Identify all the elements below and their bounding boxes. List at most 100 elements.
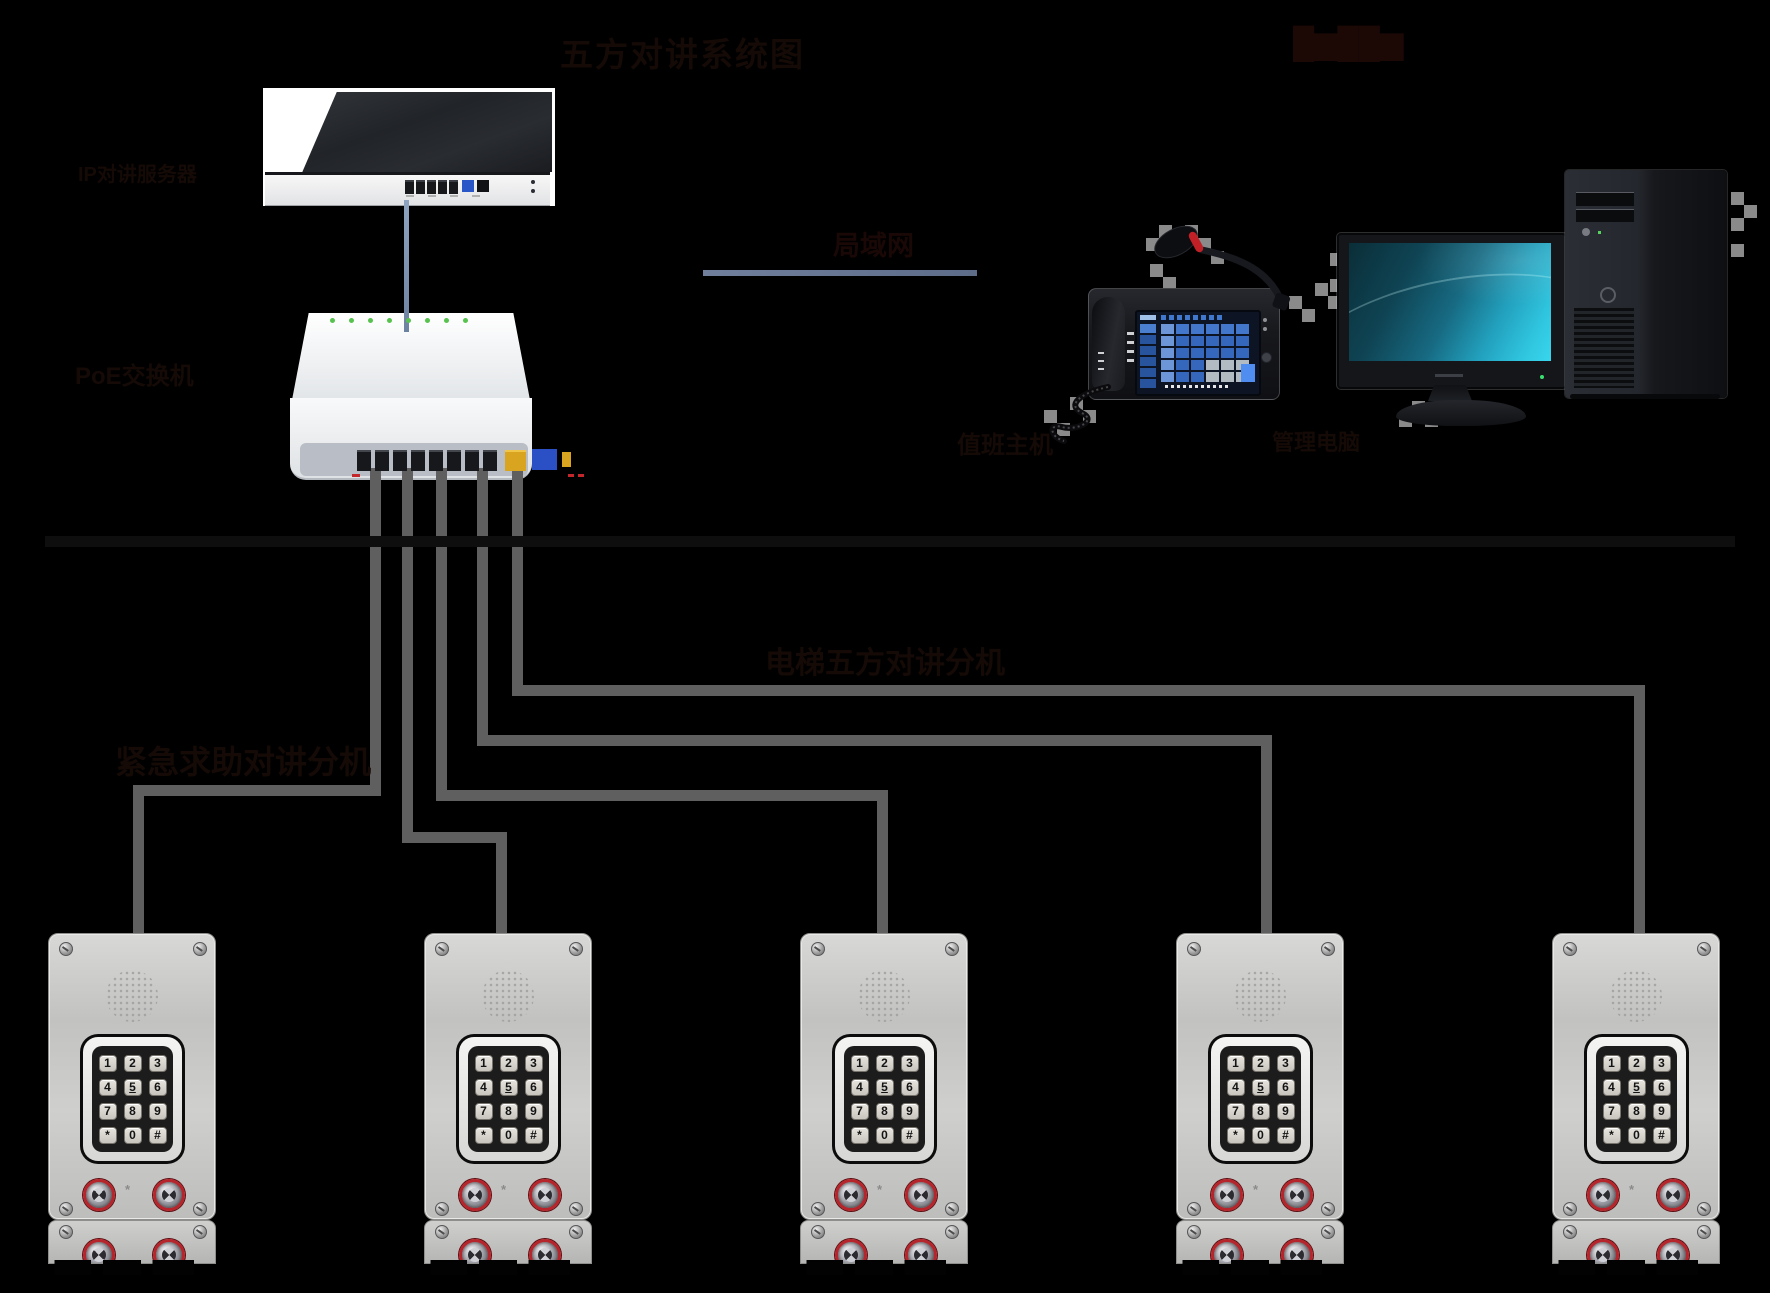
call-button bbox=[1211, 1239, 1243, 1263]
network-cable-4 bbox=[1261, 735, 1272, 933]
optical-drive-icon bbox=[1576, 209, 1634, 222]
speaker-grille-icon bbox=[482, 970, 534, 1022]
lan-link-line bbox=[703, 270, 977, 276]
screen-cell bbox=[1177, 385, 1180, 388]
keypad-key-8: 8 bbox=[499, 1102, 518, 1120]
screw-icon bbox=[193, 1225, 207, 1239]
call-button bbox=[459, 1179, 491, 1211]
network-cable-3 bbox=[436, 468, 447, 801]
screw-icon bbox=[59, 1202, 73, 1216]
screen-cell bbox=[1201, 315, 1206, 320]
keypad-key-#: # bbox=[524, 1126, 543, 1144]
extension-label: 电梯五方对讲分机 bbox=[765, 647, 1005, 680]
screen-cell bbox=[1189, 385, 1192, 388]
keypad-key-6: 6 bbox=[1276, 1078, 1295, 1096]
call-button bbox=[1657, 1239, 1689, 1263]
call-button bbox=[835, 1179, 867, 1211]
keypad-key-4: 4 bbox=[98, 1078, 117, 1096]
keypad-key-1: 1 bbox=[1226, 1054, 1245, 1072]
keypad-key-3: 3 bbox=[900, 1054, 919, 1072]
network-cable-2 bbox=[402, 832, 507, 843]
screen-cell bbox=[1161, 315, 1166, 320]
keypad-key-7: 7 bbox=[1226, 1102, 1245, 1120]
status-led-icon bbox=[531, 189, 535, 193]
screen-cell bbox=[1241, 364, 1255, 382]
keypad-key-0: 0 bbox=[499, 1126, 518, 1144]
door-station-lower-section bbox=[1176, 1220, 1344, 1264]
console-port-icon bbox=[477, 180, 489, 192]
screen-cell bbox=[1140, 315, 1156, 320]
screen-cell bbox=[1213, 385, 1216, 388]
asterisk-mark: * bbox=[501, 1182, 507, 1197]
console-round-button bbox=[1261, 352, 1272, 363]
screw-icon bbox=[945, 1225, 959, 1239]
screen-cell bbox=[1236, 336, 1249, 346]
diagram-title: 五方对讲系统图 bbox=[560, 36, 805, 73]
shadow-artifact bbox=[1176, 1260, 1342, 1275]
transparency-checker-artifact bbox=[1744, 205, 1757, 218]
keypad-key-#: # bbox=[1652, 1126, 1671, 1144]
ethernet-port-icon bbox=[405, 180, 414, 194]
keypad-key-#: # bbox=[900, 1126, 919, 1144]
call-button bbox=[83, 1179, 115, 1211]
shadow-artifact bbox=[1552, 1260, 1718, 1275]
transparency-checker-artifact bbox=[1731, 218, 1744, 231]
console-led-icon bbox=[1263, 318, 1267, 322]
keypad-key-*: * bbox=[474, 1126, 493, 1144]
network-cable-1 bbox=[133, 785, 381, 796]
call-button bbox=[1657, 1179, 1689, 1211]
screen-cell bbox=[1140, 324, 1156, 333]
screen-cell bbox=[1207, 385, 1210, 388]
screw-icon bbox=[435, 1225, 449, 1239]
switch-led-icon bbox=[349, 318, 354, 323]
switch-label: PoE交换机 bbox=[75, 363, 194, 390]
keypad-key-3: 3 bbox=[1276, 1054, 1295, 1072]
keypad-key-0: 0 bbox=[123, 1126, 142, 1144]
keypad-key-2: 2 bbox=[123, 1054, 142, 1072]
door-station-lower-section bbox=[424, 1220, 592, 1264]
screw-icon bbox=[569, 942, 583, 956]
screen-cell bbox=[1225, 385, 1228, 388]
tower-vent-grille bbox=[1574, 308, 1634, 388]
keypad-key-#: # bbox=[1276, 1126, 1295, 1144]
screen-cell bbox=[1183, 385, 1186, 388]
transparency-checker-artifact bbox=[1731, 244, 1744, 257]
ethernet-port-icon bbox=[416, 180, 425, 194]
screw-icon bbox=[1321, 1202, 1335, 1216]
network-cable-3 bbox=[877, 790, 888, 933]
keypad-key-8: 8 bbox=[1251, 1102, 1270, 1120]
screen-cell bbox=[1140, 335, 1156, 344]
power-port-icon bbox=[562, 452, 571, 467]
monitor-stand bbox=[1428, 385, 1472, 401]
keypad-key-6: 6 bbox=[524, 1078, 543, 1096]
screen-cell bbox=[1169, 315, 1174, 320]
screen-cell bbox=[1206, 336, 1219, 346]
door-station-lower-section bbox=[800, 1220, 968, 1264]
optical-drive-icon bbox=[1576, 192, 1634, 206]
pc-label: 管理电脑 bbox=[1272, 430, 1361, 455]
door-stations-label: 紧急求助对讲分机 bbox=[115, 744, 372, 780]
screen-cell bbox=[1193, 315, 1198, 320]
screw-icon bbox=[1563, 1225, 1577, 1239]
screen-cell bbox=[1161, 336, 1174, 346]
lan-port-icon bbox=[447, 450, 461, 471]
screen-cell bbox=[1209, 315, 1214, 320]
asterisk-mark: * bbox=[1253, 1182, 1259, 1197]
keypad-key-4: 4 bbox=[474, 1078, 493, 1096]
screen-cell bbox=[1206, 324, 1219, 334]
screw-icon bbox=[569, 1225, 583, 1239]
screen-cell bbox=[1221, 360, 1234, 370]
usb-port-icon bbox=[462, 180, 474, 192]
network-cable-4 bbox=[477, 735, 1272, 746]
screw-icon bbox=[1563, 1202, 1577, 1216]
monitor-logo bbox=[1435, 374, 1463, 377]
